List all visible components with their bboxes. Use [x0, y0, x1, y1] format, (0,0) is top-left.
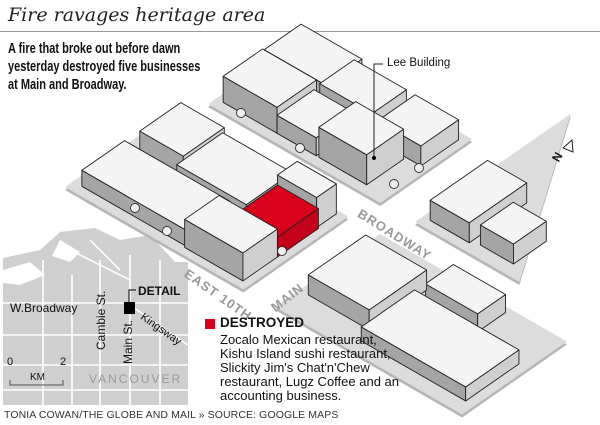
street-marker: [414, 163, 424, 173]
graphic-title: Fire ravages heritage area: [8, 4, 266, 26]
graphic-subtitle: A fire that broke out before dawn yester…: [8, 41, 201, 93]
legend-heading: DESTROYED: [220, 315, 305, 330]
inset-city-label: VANCOUVER: [89, 372, 183, 386]
inset-main-label: Main St.: [121, 319, 135, 364]
street-marker: [389, 179, 399, 189]
lee-building-label: Lee Building: [387, 57, 451, 69]
bldg-b2-top: [360, 289, 520, 388]
scale-bar: [9, 380, 64, 386]
bldg-a3-top: [277, 160, 337, 198]
street-marker: [295, 143, 305, 153]
lee-building-leader: [373, 63, 383, 158]
lee-building-dot: [372, 156, 376, 160]
bldg-t1-top: [429, 159, 528, 224]
street-marker: [130, 203, 140, 213]
inset-w-broadway-label: W.Broadway: [10, 301, 78, 315]
street-marker: [236, 108, 246, 118]
bldg-a1-top: [139, 102, 225, 157]
lee-building-top: [318, 101, 405, 156]
bldg-b1-top: [307, 234, 428, 311]
scale-unit: KM: [30, 372, 45, 383]
credit-line: TONIA COWAN/THE GLOBE AND MAIL » SOURCE:…: [4, 409, 339, 421]
street-marker: [277, 246, 287, 256]
bldg-t2-top: [479, 201, 547, 245]
bldg-l3-top: [222, 48, 317, 108]
bldg-b3-top: [425, 264, 506, 315]
bldg-l5-top: [376, 94, 460, 147]
bldg-a5-top: [184, 195, 278, 254]
scale-min: 0: [7, 356, 14, 368]
inset-detail-label: DETAIL: [138, 284, 181, 298]
north-arrow-icon: [562, 138, 574, 153]
detail-marker: [124, 302, 135, 314]
scale-max: 2: [60, 356, 67, 368]
inset-cambie-label: Cambie St.: [94, 290, 108, 350]
locator-inset-map: [3, 228, 189, 405]
street-marker: [162, 226, 172, 236]
legend-description: Zocalo Mexican restaurant, Kishu Island …: [220, 332, 399, 403]
destroyed-swatch: [205, 319, 215, 329]
